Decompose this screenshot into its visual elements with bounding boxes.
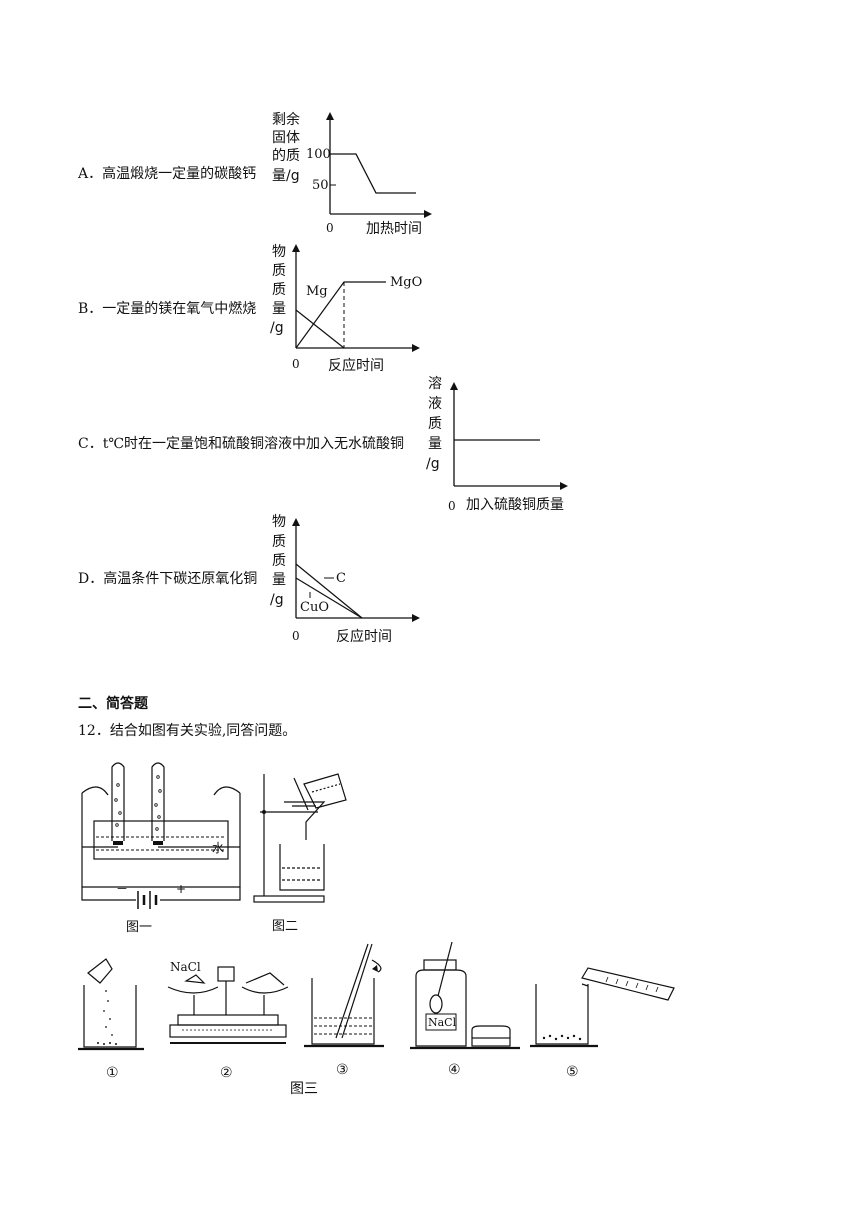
chart-a-ylabel-2: 固体 [272, 130, 300, 146]
chart-a-origin: 0 [326, 221, 334, 235]
figure-3-step-5: ⑤ [530, 967, 675, 1080]
chart-c-ylabel-2: 液 [428, 396, 442, 412]
option-a-text: A．高温煅烧一定量的碳酸钙 [78, 166, 257, 182]
chart-c-origin: 0 [448, 499, 456, 513]
option-d-text: D．高温条件下碳还原氧化铜 [78, 571, 258, 587]
figure-3-step-3: ③ [304, 943, 384, 1078]
figure-3-nacl-label-bottle: NaCl [428, 1016, 457, 1029]
chart-d-c-line [295, 563, 363, 619]
chart-a-tick-100: 100 [306, 147, 331, 162]
chart-b-ylabel-1: 物 [272, 244, 286, 260]
figure-2-caption: 图二 [272, 919, 298, 934]
chart-d-label-cuo: CuO [300, 600, 329, 615]
chart-d-ylabel-2: 质 [272, 534, 286, 550]
chart-a-ylabel-3: 的质 [272, 148, 300, 164]
chart-d-cuo-line [295, 577, 363, 619]
chart-c-ylabel-1: 溶 [428, 376, 442, 392]
chart-a-line [330, 153, 416, 194]
chart-d-origin: 0 [292, 629, 300, 643]
chart-a: 剩余 固体 的质 量/g 100 50 0 加热时间 [272, 111, 432, 237]
chart-b-label-mg: Mg [306, 284, 328, 299]
figure-3-step-2-label: ② [220, 1065, 233, 1080]
figure-3-step-2: NaCl ② [167, 960, 289, 1080]
chart-d-ylabel-1: 物 [272, 514, 286, 530]
figure-2-filtration: 图二 [253, 773, 347, 934]
figure-3-step-1-label: ① [106, 1065, 119, 1080]
chart-d-ylabel-3: 质 [272, 553, 286, 569]
figure-3-step-1: ① [78, 958, 144, 1080]
chart-d: 物 质 质 量 /g C CuO 0 反应时间 [270, 514, 420, 645]
chart-a-xlabel: 加热时间 [366, 221, 422, 237]
figure-3-step-4-label: ④ [448, 1062, 461, 1078]
option-c-text: C．t℃时在一定量饱和硫酸铜溶液中加入无水硫酸铜 [78, 436, 404, 452]
chart-b-ylabel-4: 量 [272, 301, 286, 317]
figure-1-caption: 图一 [126, 920, 152, 935]
option-b-text: B．一定量的镁在氧气中燃烧 [78, 301, 257, 317]
chart-c-ylabel-5: /g [426, 456, 440, 472]
chart-c-xlabel: 加入硫酸铜质量 [466, 497, 564, 513]
chart-a-tick-50: 50 [312, 178, 329, 193]
figure-3-step-3-label: ③ [336, 1062, 349, 1078]
figure-3-step-5-label: ⑤ [566, 1064, 579, 1080]
chart-b-origin: 0 [292, 357, 300, 371]
figure-1-plus: + [176, 882, 186, 896]
chart-d-ylabel-4: 量 [272, 572, 286, 588]
chart-d-label-c: C [336, 571, 346, 586]
chart-c-ylabel-3: 质 [428, 416, 442, 432]
question-text: 12．结合如图有关实验,同答问题。 [78, 723, 297, 739]
figure-1-minus: － [116, 882, 128, 896]
section-title: 二、简答题 [78, 696, 148, 712]
figure-3-step-4: NaCl ④ [410, 941, 520, 1078]
chart-d-ylabel-5: /g [270, 592, 284, 608]
chart-b-ylabel-3: 质 [272, 282, 286, 298]
figure-3-nacl-label-scale: NaCl [170, 960, 201, 974]
chart-a-ylabel-1: 剩余 [272, 111, 300, 128]
chart-b-mg-line [295, 309, 345, 349]
figure-1-electrolysis: 水 － + 图一 [81, 762, 241, 935]
figure-1-water-label: 水 [212, 841, 224, 855]
figure-3-caption: 图三 [290, 1081, 318, 1097]
chart-b-label-mgo: MgO [390, 275, 422, 290]
chart-b-ylabel-2: 质 [272, 263, 286, 279]
chart-a-ylabel-4: 量/g [272, 168, 300, 184]
chart-b: 物 质 质 量 /g Mg MgO 0 反应时间 [270, 244, 422, 374]
chart-b-ylabel-5: /g [270, 320, 284, 336]
chart-c: 溶 液 质 量 /g 0 加入硫酸铜质量 [426, 376, 568, 513]
chart-c-ylabel-4: 量 [428, 436, 442, 452]
chart-d-xlabel: 反应时间 [336, 628, 392, 645]
chart-b-xlabel: 反应时间 [328, 357, 384, 374]
